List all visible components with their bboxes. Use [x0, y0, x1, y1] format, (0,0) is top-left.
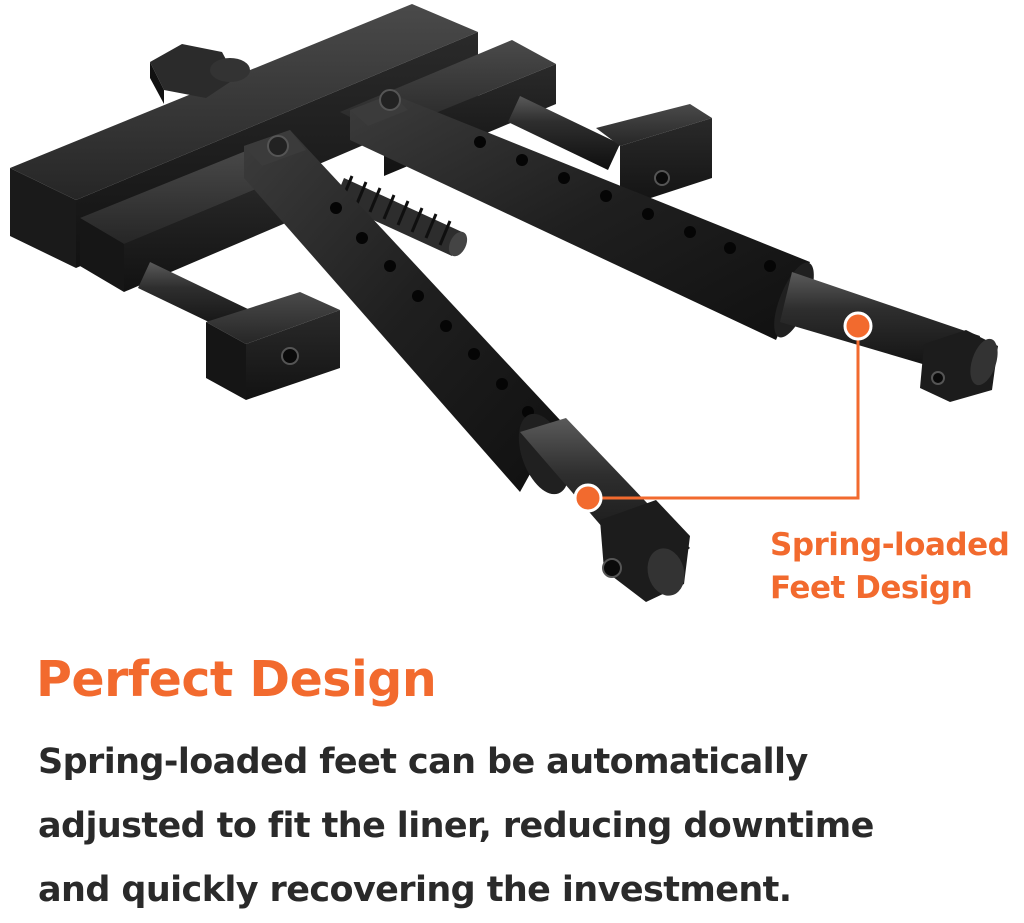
callout-marker-front	[573, 483, 603, 513]
puller-tool-illustration	[10, 4, 998, 602]
callout-line-1: Spring-loaded	[770, 527, 1010, 563]
description-line-1: Spring-loaded feet can be automatically	[38, 742, 808, 782]
callout-leader	[573, 311, 873, 513]
headline: Perfect Design	[36, 651, 437, 708]
guide-rod-front	[138, 262, 340, 400]
description: Spring-loaded feet can be automatically …	[38, 730, 1018, 922]
description-line-3: and quickly recovering the investment.	[38, 870, 792, 910]
callout-line-2: Feet Design	[770, 570, 973, 606]
description-line-2: adjusted to fit the liner, reducing down…	[38, 806, 874, 846]
hex-nut	[150, 44, 250, 104]
spring-loaded-foot-rear	[780, 272, 998, 402]
spring-loaded-foot-front	[520, 418, 690, 602]
callout-label: Spring-loaded Feet Design	[770, 524, 1024, 610]
callout-marker-rear	[843, 311, 873, 341]
threaded-spindle	[334, 175, 468, 257]
guide-rod-rear	[508, 96, 712, 208]
